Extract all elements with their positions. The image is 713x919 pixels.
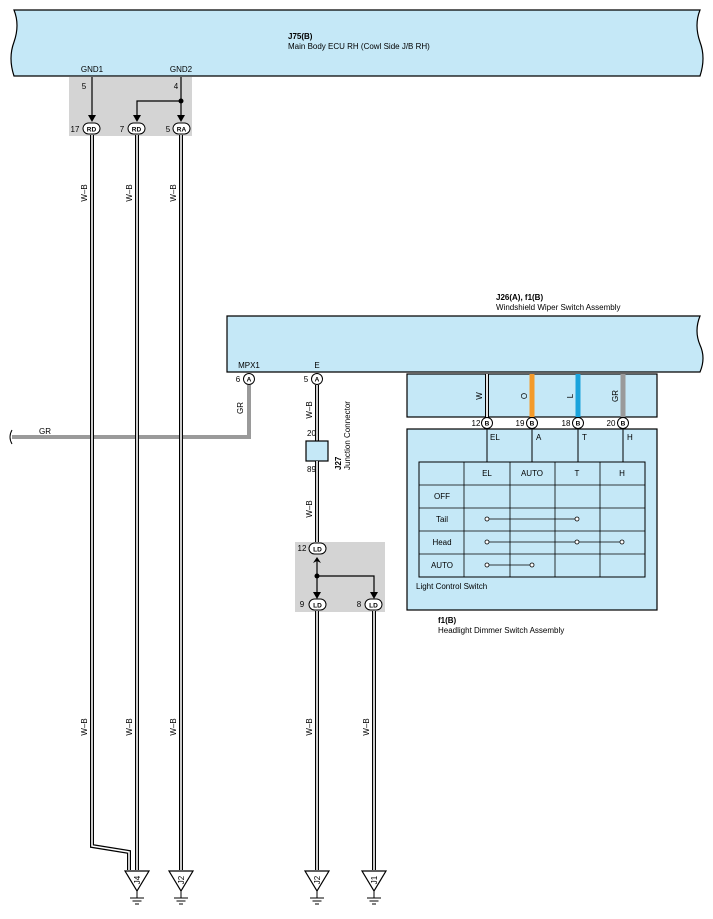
gr-wire-label-vertical: GR [236, 402, 245, 414]
j27-id-label: J27 [334, 456, 343, 470]
col-header-el: EL [482, 469, 492, 478]
svg-text:12: 12 [298, 544, 307, 553]
gnd1-pin-number: 5 [82, 82, 87, 91]
wb-label: W–B [125, 718, 134, 735]
ground-symbol-j2: J2 [304, 870, 330, 905]
svg-text:LD: LD [313, 547, 322, 554]
gr-wire-label-horizontal: GR [39, 427, 51, 436]
row-header-head: Head [432, 538, 451, 547]
wb-label: W–B [362, 718, 371, 735]
svg-text:17: 17 [71, 125, 80, 134]
svg-text:LD: LD [369, 603, 378, 610]
junction-connector-j27 [305, 440, 329, 462]
svg-text:J1: J1 [370, 875, 379, 884]
ld-pin-9: 9 LD [300, 598, 327, 611]
wb-label: W–B [80, 184, 89, 201]
dimmer-term-a: A [536, 433, 542, 442]
svg-text:RA: RA [177, 127, 187, 134]
svg-text:B: B [576, 421, 581, 428]
ecu-component-box [10, 9, 704, 77]
svg-text:5: 5 [166, 125, 171, 134]
ld-pin-8: 8 LD [357, 598, 383, 611]
svg-text:J4: J4 [133, 875, 142, 884]
wire-color-l: L [566, 393, 575, 398]
dimmer-term-t: T [582, 433, 587, 442]
row-header-auto: AUTO [431, 561, 453, 570]
row-header-off: OFF [434, 492, 450, 501]
wb-wire-1 [90, 135, 131, 870]
gnd2-pin-number: 4 [174, 82, 179, 91]
ecu-junction-pin-7: 7 RD [120, 122, 146, 135]
wiper-switch-box [226, 315, 704, 373]
wb-label: W–B [305, 401, 314, 418]
svg-text:RD: RD [132, 127, 142, 134]
svg-text:12: 12 [472, 419, 481, 428]
ground-symbol-j4: J4 [124, 870, 150, 905]
terminal-e-label: E [314, 361, 319, 370]
svg-text:LD: LD [313, 603, 322, 610]
svg-text:J2: J2 [177, 875, 186, 884]
wb-label: W–B [305, 718, 314, 735]
dimmer-name-label: Headlight Dimmer Switch Assembly [438, 626, 564, 635]
j27-pin-bottom: 89 [307, 465, 316, 474]
svg-text:18: 18 [562, 419, 571, 428]
dimmer-term-h: H [627, 433, 633, 442]
splice-point [314, 573, 320, 579]
wb-label: W–B [80, 718, 89, 735]
ld-pin-12: 12 LD [298, 542, 327, 555]
wire-color-w: W [475, 392, 484, 400]
ecu-terminal-gnd2: GND2 [170, 65, 193, 74]
svg-text:5: 5 [304, 375, 309, 384]
wb-label: W–B [125, 184, 134, 201]
ecu-name-label: Main Body ECU RH (Cowl Side J/B RH) [288, 42, 430, 51]
ecu-terminal-gnd1: GND1 [81, 65, 104, 74]
ground-symbol-j1: J1 [361, 870, 387, 905]
dimmer-term-el: EL [490, 433, 500, 442]
ecu-junction-pin-17: 17 RD [71, 122, 101, 135]
svg-text:RD: RD [87, 127, 97, 134]
svg-text:J2: J2 [313, 875, 322, 884]
wb-label: W–B [305, 500, 314, 517]
wire-color-gr: GR [611, 390, 620, 402]
wiper-pin-6: 6 A [236, 373, 255, 385]
svg-text:B: B [530, 421, 535, 428]
col-header-t: T [575, 469, 580, 478]
col-header-auto: AUTO [521, 469, 543, 478]
ecu-connector-label: J75(B) [288, 32, 313, 41]
svg-text:19: 19 [516, 419, 525, 428]
svg-text:20: 20 [607, 419, 616, 428]
dimmer-pin-19: 19 B [516, 417, 538, 429]
svg-text:A: A [247, 377, 252, 384]
dimmer-pin-20: 20 B [607, 417, 629, 429]
splice-point [178, 98, 184, 104]
gr-wire-break [9, 429, 13, 445]
wire-color-o: O [520, 393, 529, 399]
j27-pin-top: 20 [307, 429, 316, 438]
light-control-switch-label: Light Control Switch [416, 582, 487, 591]
svg-text:B: B [621, 421, 626, 428]
svg-text:8: 8 [357, 600, 362, 609]
wb-label: W–B [169, 184, 178, 201]
ground-symbol-j2: J2 [168, 870, 194, 905]
wiper-connector-label: J26(A), f1(B) [496, 293, 543, 302]
wiper-pin-5: 5 A [304, 373, 323, 385]
svg-text:7: 7 [120, 125, 125, 134]
dimmer-pin-12: 12 B [472, 417, 493, 429]
col-header-h: H [619, 469, 625, 478]
j27-name-label: Junction Connector [343, 401, 352, 470]
wiper-name-label: Windshield Wiper Switch Assembly [496, 303, 620, 312]
dimmer-connector-label: f1(B) [438, 616, 457, 625]
light-control-table: EL AUTO T H OFF Tail Head AUTO [418, 461, 646, 578]
svg-text:A: A [315, 377, 320, 384]
terminal-mpx1-label: MPX1 [238, 361, 260, 370]
dimmer-pin-18: 18 B [562, 417, 584, 429]
wb-label: W–B [169, 718, 178, 735]
svg-text:B: B [485, 421, 490, 428]
svg-text:6: 6 [236, 375, 241, 384]
row-header-tail: Tail [436, 515, 448, 524]
svg-text:9: 9 [300, 600, 305, 609]
ecu-junction-pin-5: 5 RA [166, 122, 191, 135]
